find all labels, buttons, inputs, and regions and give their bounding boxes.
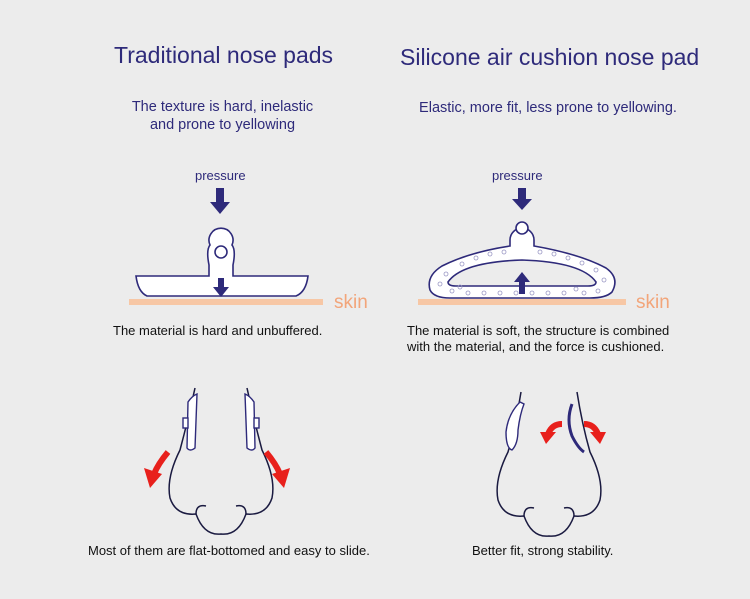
left-hard-pad <box>135 227 309 297</box>
left-skin-label: skin <box>334 292 368 313</box>
left-bottom-caption: Most of them are flat-bottomed and easy … <box>88 543 370 558</box>
left-subtitle-line2: and prone to yellowing <box>149 117 296 133</box>
right-pressure-arrow <box>512 188 532 210</box>
right-pressure-label: pressure <box>492 168 543 183</box>
left-slide-arrow-right <box>263 450 290 488</box>
right-skin-line <box>418 299 626 305</box>
left-subtitle: The texture is hard, inelastic and prone… <box>100 98 345 134</box>
left-caption: The material is hard and unbuffered. <box>113 323 323 338</box>
right-cushion-pad-right <box>567 403 585 454</box>
left-subtitle-line1: The texture is hard, inelastic <box>131 99 314 115</box>
right-skin-label: skin <box>636 292 670 313</box>
right-hold-arrow-left <box>540 421 563 444</box>
right-caption-line1: The material is soft, the structure is c… <box>407 323 670 338</box>
right-caption: The material is soft, the structure is c… <box>407 323 669 355</box>
left-slide-arrow-left <box>144 450 171 488</box>
right-bottom-caption: Better fit, strong stability. <box>472 543 614 558</box>
right-subtitle: Elastic, more fit, less prone to yellowi… <box>419 100 677 116</box>
right-caption-line2: with the material, and the force is cush… <box>407 339 665 354</box>
left-pressure-label: pressure <box>195 168 246 183</box>
right-cushion-pad-left <box>505 401 525 451</box>
left-pressure-arrow <box>210 188 230 214</box>
right-hold-arrow-right <box>583 421 606 444</box>
right-title: Silicone air cushion nose pad <box>400 44 700 70</box>
left-inner-arrow <box>213 278 229 297</box>
right-inner-arrow <box>514 272 530 294</box>
left-title: Traditional nose pads <box>114 42 334 68</box>
right-nose <box>496 391 602 537</box>
left-skin-line <box>129 299 323 305</box>
left-flat-pad <box>182 392 260 451</box>
left-nose <box>168 387 274 535</box>
